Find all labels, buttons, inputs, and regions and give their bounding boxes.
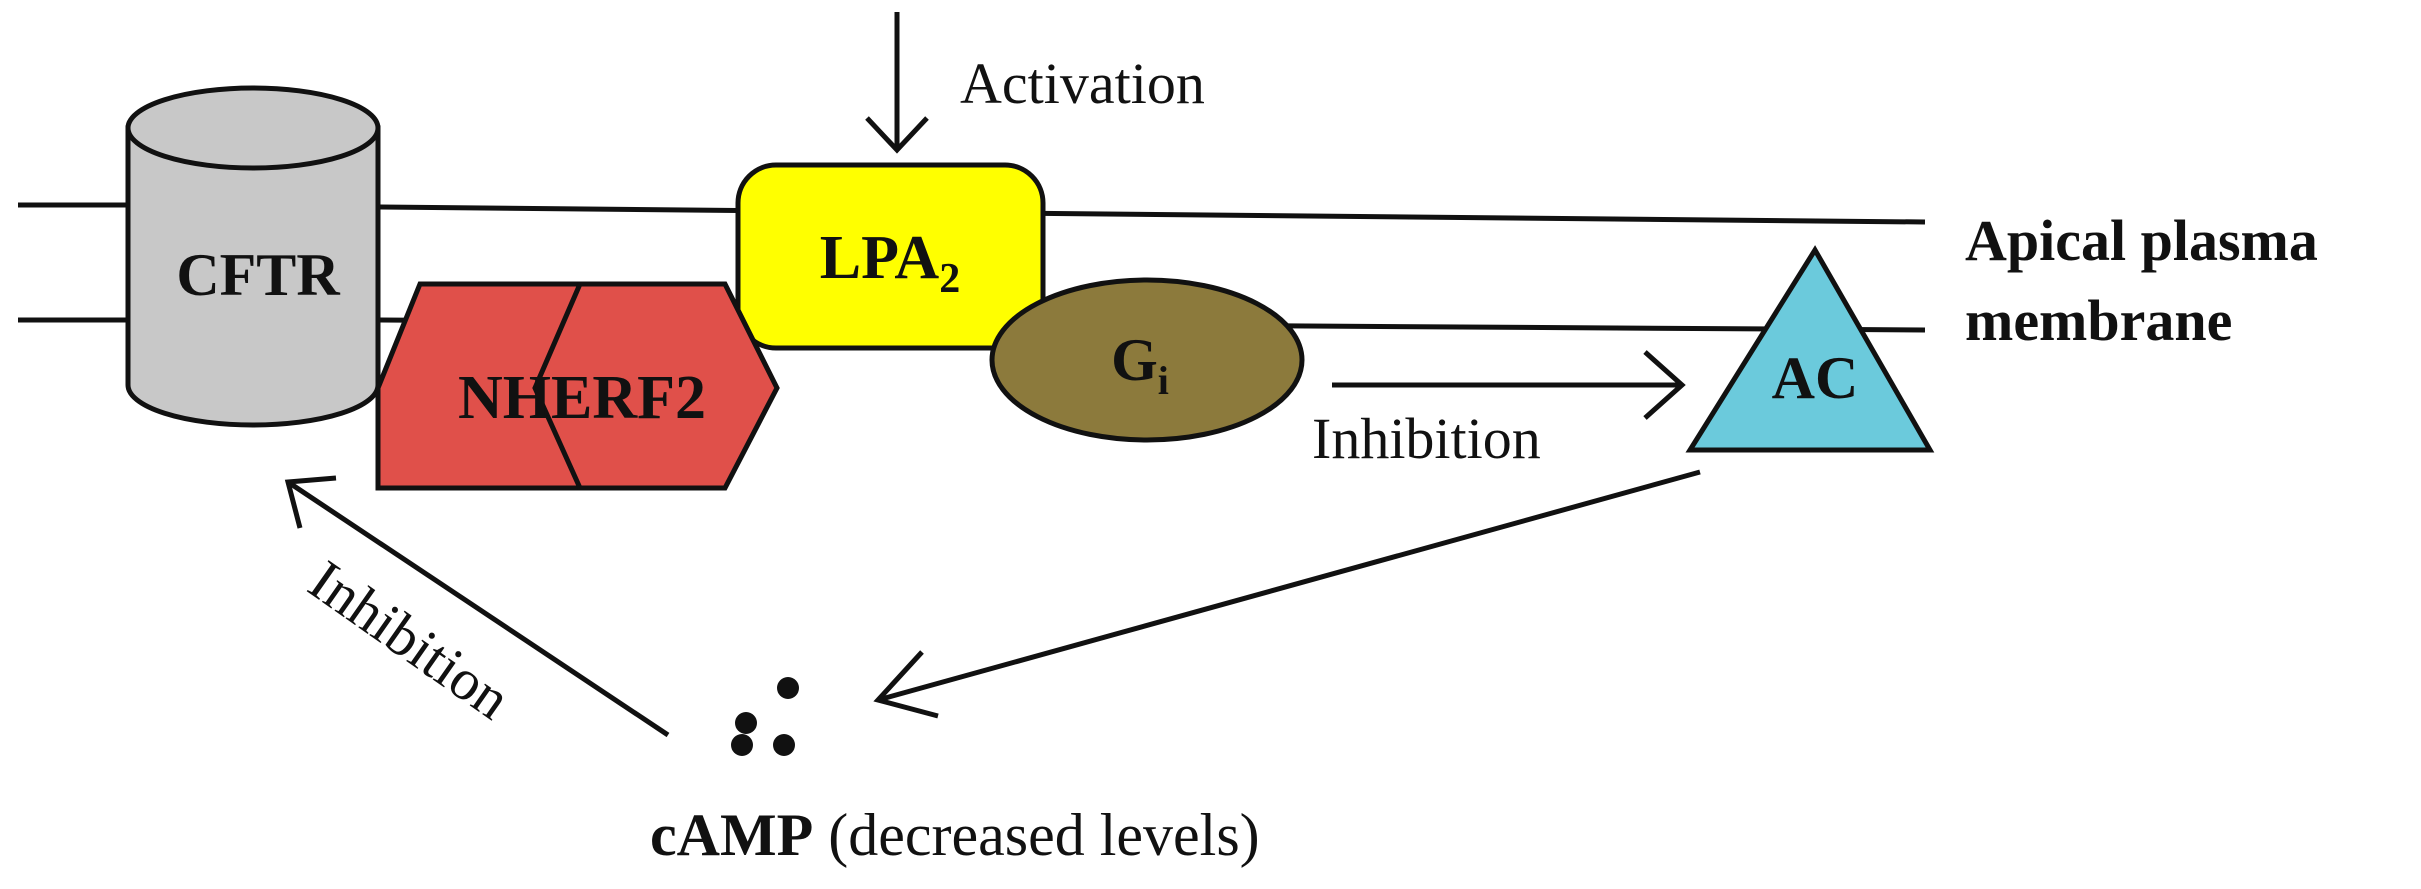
inhibition-label-gi-ac: Inhibition: [1312, 406, 1541, 471]
gi-label: Gi: [1111, 327, 1169, 403]
camp-label-note: (decreased levels): [813, 802, 1259, 868]
ac-label: AC: [1772, 345, 1859, 411]
inhibition-label-camp-cftr: Inhibition: [298, 547, 523, 731]
cftr-label: CFTR: [176, 242, 340, 308]
lpa2-label: LPA2: [820, 224, 960, 302]
membrane-label-line1: Apical plasma: [1965, 208, 2318, 273]
cftr-channel: [125, 85, 381, 428]
camp-molecules: [731, 677, 799, 756]
gi-main: G: [1111, 327, 1158, 393]
lpa2-subscript: 2: [939, 256, 960, 302]
camp-label: cAMP (decreased levels): [650, 802, 1260, 868]
nherf2-label: NHERF2: [458, 364, 706, 432]
lpa2-receptor: [735, 162, 1046, 351]
nherf2-hexagon-right: [532, 281, 780, 491]
activation-arrow: [865, 12, 929, 154]
membrane-label-line2: membrane: [1965, 288, 2232, 353]
activation-label: Activation: [960, 51, 1205, 116]
ac-to-camp-arrow: [873, 469, 1701, 719]
nherf2-scaffold: [375, 281, 780, 491]
ac-enzyme: [1685, 245, 1935, 453]
camp-label-bold: cAMP: [650, 802, 813, 868]
gi-to-ac-arrow: [1332, 350, 1686, 420]
camp-to-cftr-arrow: [284, 475, 670, 738]
lpa2-main: LPA: [820, 224, 940, 292]
gi-subscript: i: [1158, 358, 1169, 403]
gi-protein: [989, 277, 1305, 443]
